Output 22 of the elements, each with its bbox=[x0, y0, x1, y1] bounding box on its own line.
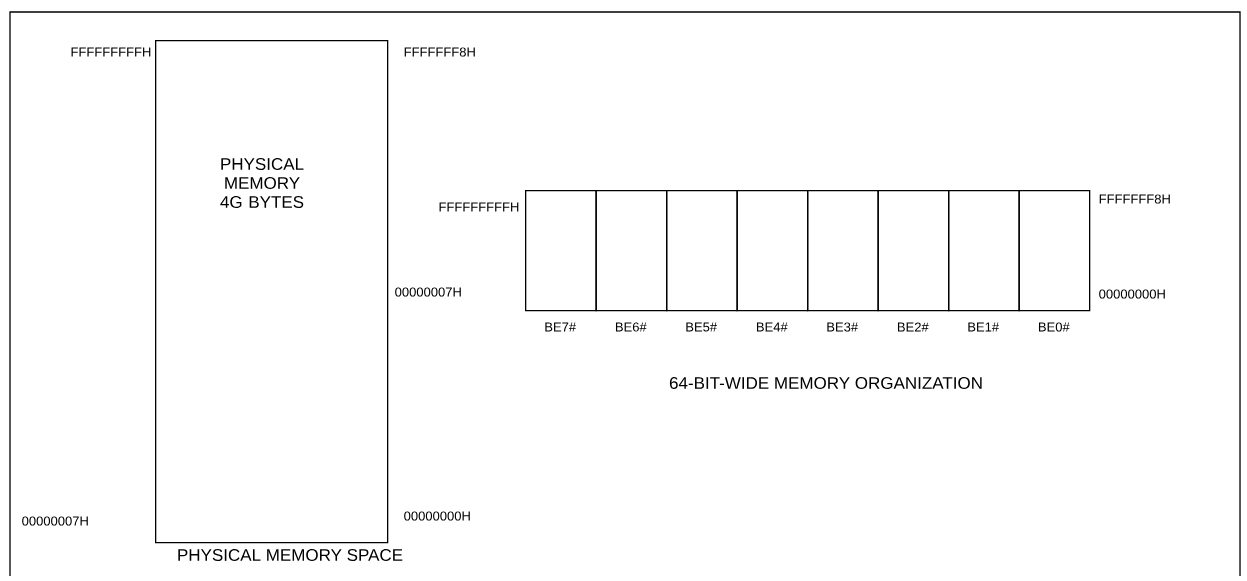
byte-lane-box bbox=[736, 190, 809, 312]
byte-enable-label: BE0# bbox=[1039, 322, 1070, 332]
byte-lane-box bbox=[807, 190, 879, 312]
byte-enable-label: BE2# bbox=[898, 322, 929, 332]
byte-lane-box bbox=[595, 190, 668, 312]
byte-enable-label: BE5# bbox=[686, 322, 718, 332]
byte-enable-label: BE4# bbox=[757, 322, 788, 332]
byte-lane-box bbox=[525, 190, 597, 312]
byte-enable-label: BE1# bbox=[968, 322, 1000, 332]
byte-enable-label: BE7# bbox=[545, 322, 577, 332]
byte-lane-box bbox=[1018, 190, 1091, 312]
byte-enable-label: BE6# bbox=[615, 322, 647, 332]
address-label: FFFFFFF8H bbox=[404, 47, 475, 57]
address-label: 00000007H bbox=[22, 516, 88, 526]
byte-lane-box bbox=[877, 190, 950, 312]
box-text: PHYSICAL MEMORY 4G BYTES bbox=[220, 158, 304, 209]
byte-enable-label: BE3# bbox=[827, 322, 859, 332]
caption: 64-BIT-WIDE MEMORY ORGANIZATION bbox=[669, 377, 982, 390]
byte-lane-box bbox=[948, 190, 1020, 312]
memory-box bbox=[155, 40, 389, 544]
address-label: 00000000H bbox=[404, 511, 470, 521]
byte-lane-box bbox=[666, 190, 738, 312]
